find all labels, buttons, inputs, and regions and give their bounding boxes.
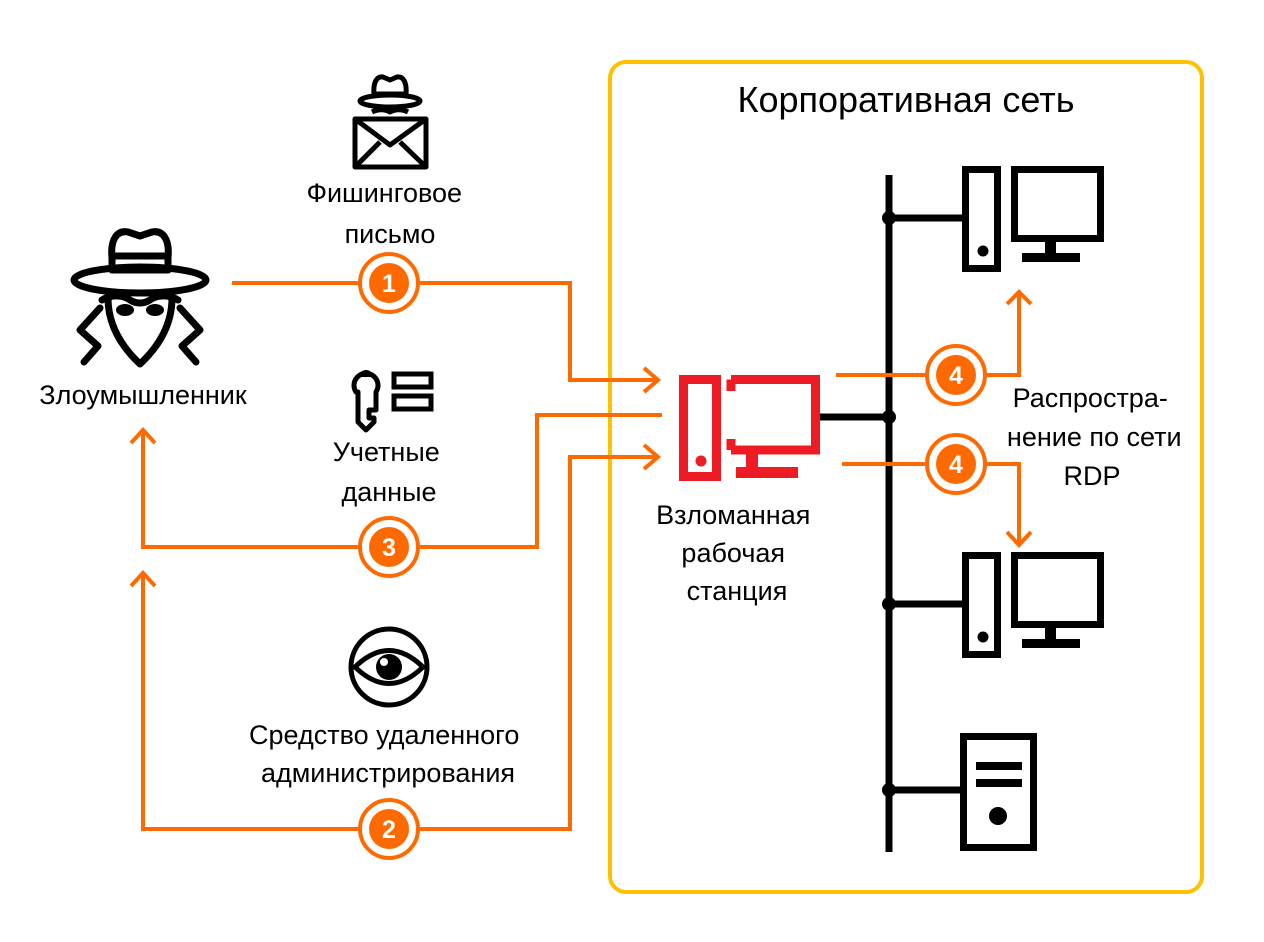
spy-glasses [116, 304, 164, 316]
arrow-head [642, 366, 662, 394]
phishing-label: Фишинговое письмо [306, 178, 469, 249]
key-password-icon [351, 370, 434, 433]
step-badge-4-top: 4 [925, 344, 987, 406]
corporate-network-boundary [608, 60, 1204, 894]
step-badge-2: 2 [358, 798, 420, 860]
workstation-icon [962, 552, 1104, 658]
lateral-movement-label: Распростра- нение по сети RDP [1007, 383, 1189, 491]
arrow-head [129, 570, 157, 588]
spy-envelope-icon [352, 74, 429, 170]
workstation-icon [962, 166, 1104, 272]
step-badge-4-bottom: 4 [925, 433, 987, 495]
step-badge-1: 1 [358, 252, 420, 314]
svg-text:2: 2 [382, 816, 396, 844]
arrow-head [1005, 289, 1033, 306]
eye-icon [348, 626, 430, 708]
arrow-head [129, 427, 157, 445]
flow-step-1 [232, 281, 656, 382]
step-badge-3: 3 [358, 516, 420, 578]
arrow-head [642, 443, 662, 471]
corporate-network-title: Корпоративная сеть [738, 79, 1075, 120]
svg-text:4: 4 [949, 451, 963, 479]
server-icon [960, 733, 1037, 851]
attacker-label: Злоумышленник [39, 380, 247, 410]
arrow-head [1005, 530, 1033, 548]
flow-step-4-bottom [842, 462, 1021, 544]
spy-icon [70, 228, 210, 368]
svg-text:1: 1 [382, 270, 396, 298]
flow-step-3 [141, 413, 662, 549]
compromised-workstation-icon [679, 375, 820, 481]
remote-admin-label: Средство удаленного администрирования [249, 720, 527, 788]
credentials-label: Учетные данные [333, 437, 448, 507]
flow-step-4-top [836, 292, 1021, 377]
flow-step-2 [141, 455, 656, 831]
compromised-host-label: Взломанная рабочая станция [656, 500, 818, 606]
svg-text:4: 4 [949, 362, 963, 390]
svg-text:3: 3 [382, 534, 396, 562]
